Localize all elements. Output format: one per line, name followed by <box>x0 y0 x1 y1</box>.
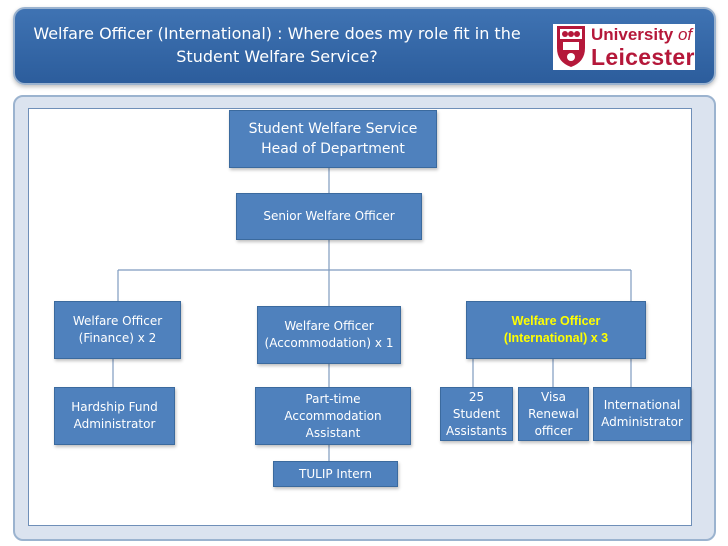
welfare-officer-accommodation-box: Welfare Officer (Accommodation) x 1 <box>257 306 401 364</box>
crest-icon <box>557 26 585 67</box>
tulip-intern-box: TULIP Intern <box>273 461 398 487</box>
senior-welfare-officer-box: Senior Welfare Officer <box>236 193 422 240</box>
university-logo: University of Leicester <box>553 24 695 70</box>
student-assistants-box: 25 Student Assistants <box>440 387 513 441</box>
visa-renewal-officer-box: Visa Renewal officer <box>518 387 589 441</box>
logo-leicester-text: Leicester <box>591 44 695 70</box>
logo-university-text: University of <box>591 25 693 44</box>
head-of-department-box: Student Welfare Service Head of Departme… <box>229 110 437 168</box>
welfare-officer-international-box: Welfare Officer (International) x 3 <box>466 301 646 359</box>
page-title: Welfare Officer (International) : Where … <box>33 24 521 66</box>
hardship-fund-administrator-box: Hardship Fund Administrator <box>54 387 175 445</box>
international-administrator-box: International Administrator <box>593 387 691 441</box>
part-time-accommodation-assistant-box: Part-time Accommodation Assistant <box>255 387 411 445</box>
welfare-officer-finance-box: Welfare Officer (Finance) x 2 <box>54 301 181 359</box>
